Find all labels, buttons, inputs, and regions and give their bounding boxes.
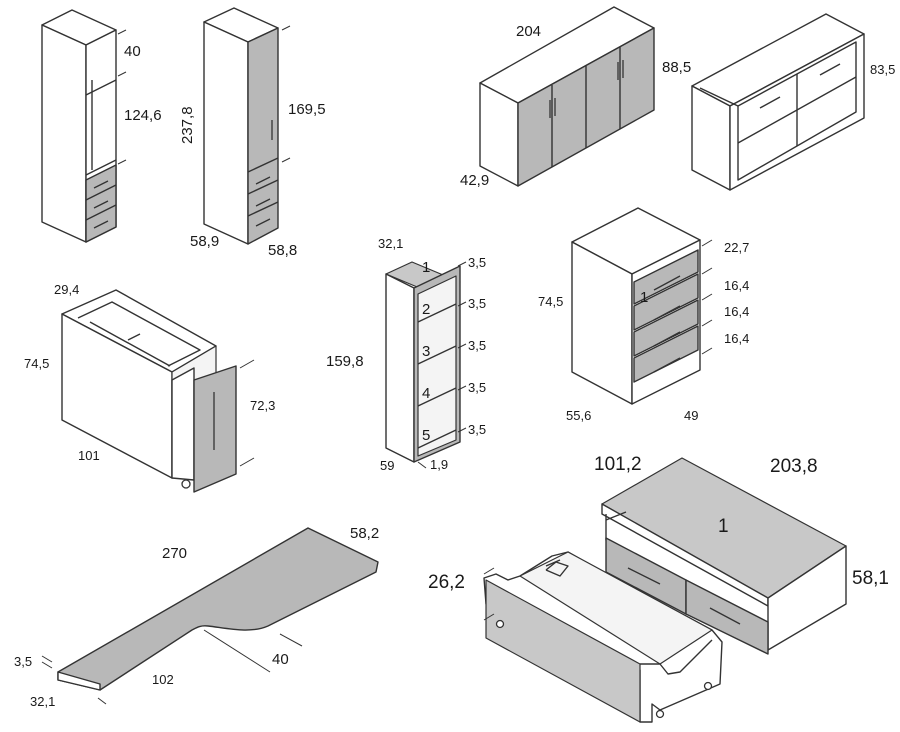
open-shelf-unit: 83,5: [691, 13, 895, 191]
sideboard-width-label: 204: [516, 23, 541, 40]
bookcase-width-label: 59: [380, 458, 394, 473]
chest-drawer-h-3: 16,4: [724, 304, 749, 319]
bookcase-bottom-label: 1,9: [430, 457, 448, 472]
desk-length-label: 270: [162, 545, 187, 562]
chest-drawer-h-2: 16,4: [724, 278, 749, 293]
chest-num-1: 1: [640, 289, 648, 306]
chest-drawer-h-1: 22,7: [724, 240, 749, 255]
desk-end-label: 32,1: [30, 694, 55, 709]
trundle-drawer: 26,2: [428, 551, 723, 723]
tower2-door-label: 169,5: [288, 101, 326, 118]
chest-of-drawers: 1 22,7 16,4 16,4 16,4 74,5 55,6 49: [538, 207, 749, 423]
pedestal-height-label: 74,5: [24, 356, 49, 371]
pedestal-width-label: 101: [78, 448, 100, 463]
desk-thick-label: 3,5: [14, 654, 32, 669]
sideboard: 204 88,5 42,9: [460, 6, 691, 189]
tall-door-cabinet: 237,8 169,5 58,9 58,8: [179, 7, 326, 259]
bed-frame: 1 101,2 203,8 58,1: [594, 454, 889, 655]
desk-top: 270 58,2 102 40 3,5 32,1: [14, 525, 379, 709]
chest-height-label: 74,5: [538, 294, 563, 309]
bookcase-gap-5: 3,5: [468, 422, 486, 437]
bookcase-depth-label: 32,1: [378, 236, 403, 251]
bed-length-label: 203,8: [770, 456, 818, 477]
bookcase-num-2: 2: [422, 301, 430, 318]
pedestal-depth-label: 29,4: [54, 282, 79, 297]
bookcase-gap-4: 3,5: [468, 380, 486, 395]
bed-number-label: 1: [718, 516, 729, 537]
chest-drawer-h-4: 16,4: [724, 331, 749, 346]
sideboard-depth-label: 42,9: [460, 172, 489, 189]
trundle-height-label: 26,2: [428, 572, 465, 593]
desk-return-label: 102: [152, 672, 174, 687]
pedestal-drawer-label: 72,3: [250, 398, 275, 413]
shelf-height-label: 83,5: [870, 62, 895, 77]
chest-depth-label: 49: [684, 408, 698, 423]
bookcase-gap-2: 3,5: [468, 296, 486, 311]
bookcase-num-3: 3: [422, 343, 430, 360]
desk-cabinet: 29,4 74,5 101 72,3: [24, 282, 275, 493]
tall-open-cabinet: 40 124,6: [41, 9, 162, 243]
tower1-top-label: 40: [124, 43, 141, 60]
bookcase-gap-1: 3,5: [468, 255, 486, 270]
bookcase-gap-3: 3,5: [468, 338, 486, 353]
desk-return-depth-label: 40: [272, 651, 289, 668]
desk-depth-label: 58,2: [350, 525, 379, 542]
tower1-mid-label: 124,6: [124, 107, 162, 124]
tower2-height-label: 237,8: [179, 106, 196, 144]
bookcase-height-label: 159,8: [326, 353, 364, 370]
chest-width-label: 55,6: [566, 408, 591, 423]
bookcase-num-4: 4: [422, 385, 430, 402]
bed-height-label: 58,1: [852, 568, 889, 589]
bookcase-num-1: 1: [422, 259, 430, 276]
bookcase: 1 2 3 4 5 32,1 159,8 59 1,9 3,5 3,5 3,5 …: [326, 236, 486, 473]
tower2-depth-label: 58,8: [268, 242, 297, 259]
sideboard-height-label: 88,5: [662, 59, 691, 76]
bookcase-num-5: 5: [422, 427, 430, 444]
bed-width-label: 101,2: [594, 454, 642, 475]
tower2-width-label: 58,9: [190, 233, 219, 250]
